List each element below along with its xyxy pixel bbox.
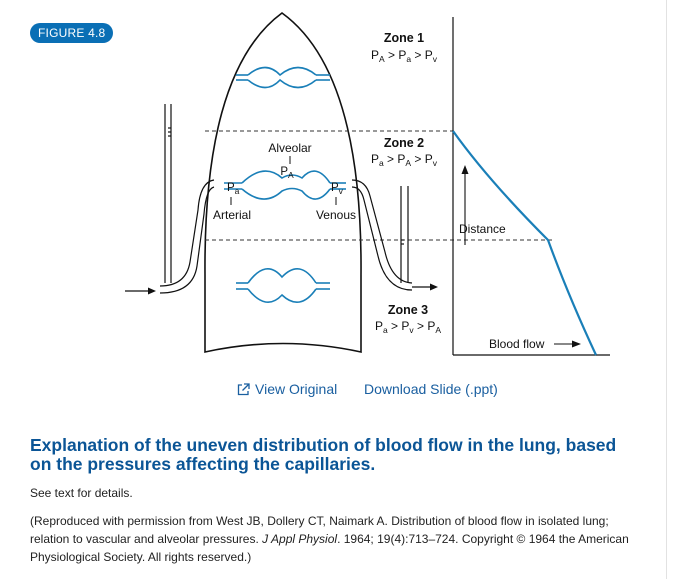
distance-arrow [461, 165, 469, 245]
arterial-pressure-symbol: Pa​ [227, 182, 240, 196]
zone2-title: Zone 2 [384, 136, 424, 150]
venous-tubing [351, 179, 413, 291]
download-slide-link[interactable]: Download Slide (.ppt) [364, 381, 498, 397]
venous-label: Venous [316, 208, 356, 222]
alveolar-label: Alveolar [268, 141, 311, 155]
external-link-icon [237, 383, 250, 396]
zone3-title: Zone 3 [388, 303, 428, 317]
arterial-tubing [159, 104, 215, 294]
alveolar-pressure-symbol: PA​ [280, 166, 294, 180]
arterial-inflow-arrow [125, 287, 156, 295]
capillary-zone3 [236, 268, 330, 303]
capillary-zone1 [236, 66, 330, 89]
venous-outflow-arrow [412, 283, 438, 291]
figure-caption-title: Explanation of the uneven distribution o… [30, 435, 617, 474]
capillary-zone2 [224, 170, 346, 200]
zone2-relation: Pa​ > PA​ > Pv​ [371, 152, 438, 168]
figure-actions: View Original Download Slide (.ppt) [0, 381, 666, 399]
distance-label: Distance [459, 222, 506, 236]
zone3-relation: Pa​ > Pv​ > PA​ [375, 319, 441, 335]
zone1-title: Zone 1 [384, 31, 424, 45]
zone1-relation: PA​ > Pa​ > Pv​ [371, 48, 438, 64]
citation-details: . 1964; 19(4):713–724. Copyright © 1964 … [30, 532, 629, 564]
arterial-label: Arterial [213, 208, 251, 222]
view-original-link[interactable]: View Original [237, 381, 337, 397]
page-divider [666, 0, 667, 579]
venous-pressure-symbol: Pv​ [331, 182, 344, 196]
blood-flow-curve [452, 130, 597, 356]
lung-zones-diagram: Zone 1 PA​ > Pa​ > Pv​ Zone 2 Pa​ > PA​ … [125, 12, 610, 356]
citation-journal: J Appl Physiol [262, 532, 338, 546]
blood-flow-arrow [554, 340, 581, 348]
view-original-label: View Original [255, 381, 338, 397]
blood-flow-label: Blood flow [489, 337, 545, 351]
citation-text: (Reproduced with permission from West JB… [30, 514, 609, 546]
lung-outline [204, 12, 362, 353]
caption-citation: (Reproduced with permission from West JB… [30, 512, 640, 566]
figure-badge: FIGURE 4.8 [30, 23, 114, 43]
caption-note: See text for details. [30, 486, 133, 500]
